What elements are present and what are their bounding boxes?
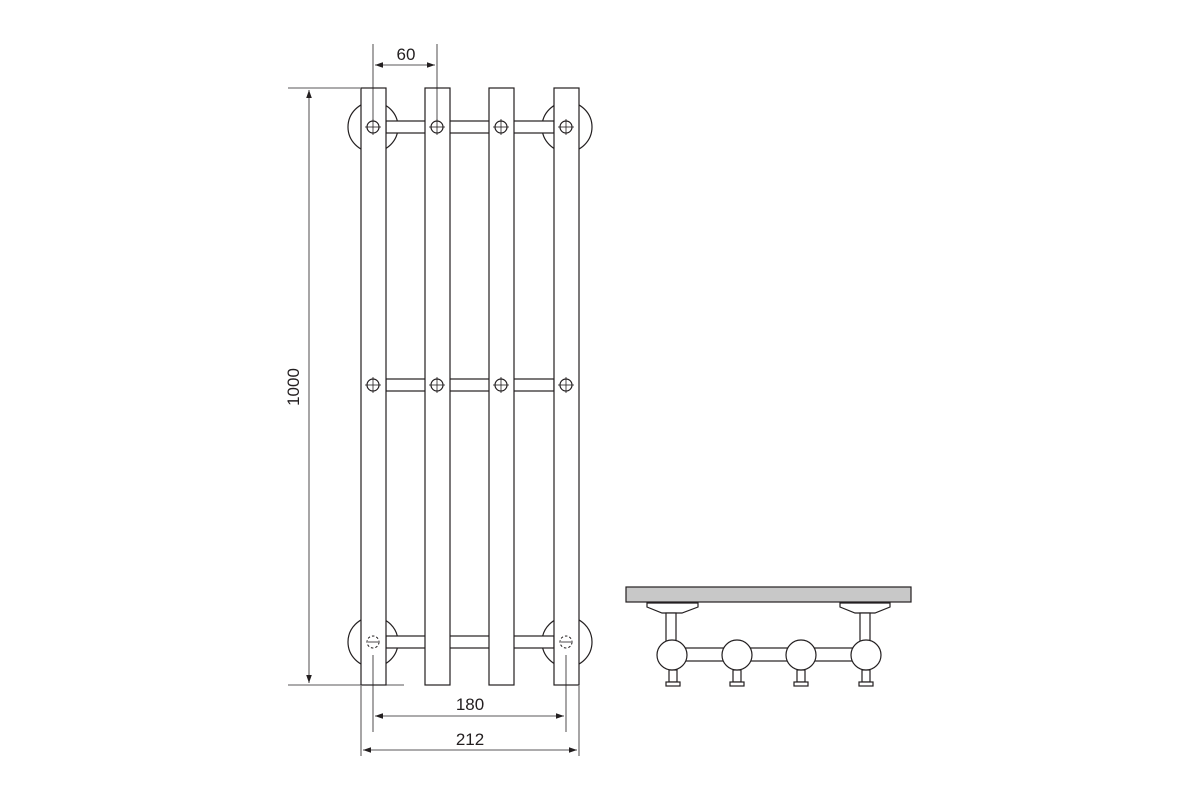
vertical-bar-4 (553, 87, 580, 686)
bar-feet (665, 669, 874, 687)
dimension-label-center-width: 180 (456, 695, 484, 714)
vertical-bars (360, 87, 580, 686)
side-view (625, 586, 912, 687)
hidden-connector-icon (559, 635, 573, 649)
crosshair-icon (365, 377, 381, 393)
dimension-height: 1000 (284, 87, 404, 686)
vertical-bar-3 (488, 87, 515, 686)
vertical-bar-1 (360, 87, 387, 686)
mount-bracket-right (839, 602, 891, 643)
crosshair-icon (493, 377, 509, 393)
joint-markers (365, 119, 574, 649)
connector-tube-bottom (385, 635, 555, 649)
connector-tube-middle (385, 378, 555, 392)
crosshair-icon (558, 119, 574, 135)
bar-sections (656, 639, 882, 671)
connector-tube-top (385, 120, 555, 134)
crosshair-icon (558, 377, 574, 393)
dimension-label-height: 1000 (284, 368, 303, 406)
crosshair-icon (429, 119, 445, 135)
crosshair-icon (493, 119, 509, 135)
front-view: 60 1000 180 212 (284, 44, 593, 756)
bar-section-3 (785, 639, 817, 671)
hidden-connector-icon (366, 635, 380, 649)
dimension-label-overall-width: 212 (456, 730, 484, 749)
bar-section-2 (721, 639, 753, 671)
crosshair-icon (365, 119, 381, 135)
side-connector-tube (671, 647, 866, 662)
bar-section-4 (850, 639, 882, 671)
wall-shelf (625, 586, 912, 603)
dimension-spacing: 60 (372, 44, 438, 120)
bar-section-1 (656, 639, 688, 671)
dimension-overall-width: 212 (360, 686, 580, 756)
crosshair-icon (429, 377, 445, 393)
vertical-bar-2 (424, 87, 451, 686)
mount-bracket-left (646, 602, 699, 643)
connector-tubes (385, 120, 555, 649)
dimension-label-spacing: 60 (397, 45, 416, 64)
dimension-center-width: 180 (372, 655, 567, 732)
